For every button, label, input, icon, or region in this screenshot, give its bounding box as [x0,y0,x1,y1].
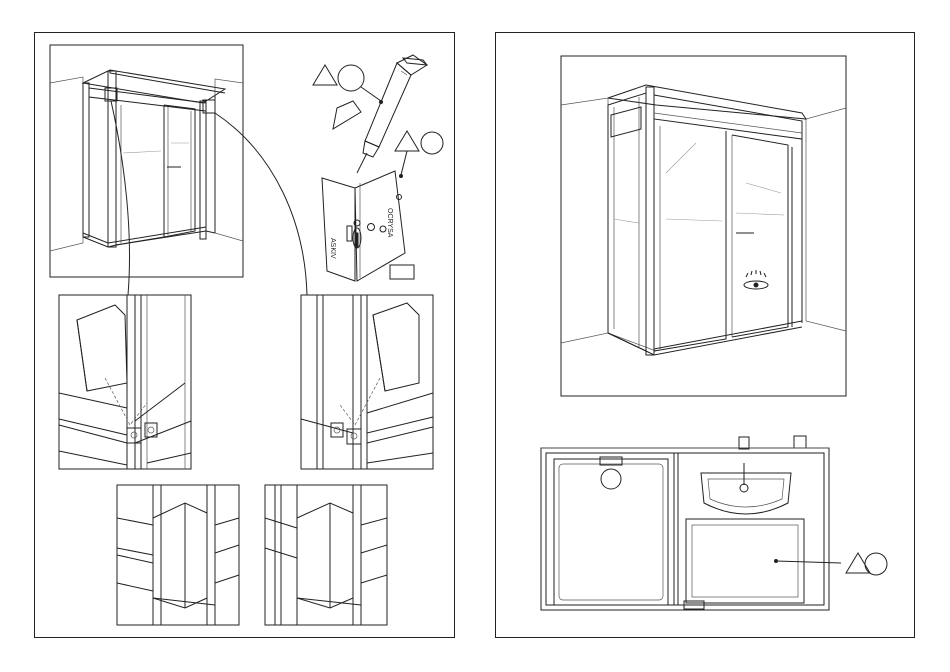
detail-panel-bottom-left [117,485,239,625]
cabin-floor-plan [541,436,829,610]
right-instruction-page [495,32,915,638]
tray-callout [775,553,888,575]
bracket-brand-mark: OCRYSA [386,208,393,238]
sealant-tube-illustration [333,55,427,173]
left-page-illustrations: ASKIV OCRYSA [35,33,456,639]
part-number-box [390,265,414,279]
detail-panel-top-right [301,295,433,469]
tool-callout [313,65,383,104]
bracket-vertical-mark: ASKIV [329,238,336,259]
left-instruction-page: ASKIV OCRYSA [34,32,455,638]
detail-panel-top-left [59,295,191,469]
detail-panel-bottom-right [265,485,387,625]
cabin-overview-panel [50,45,243,277]
right-page-illustrations [496,33,916,639]
bracket-callout [395,131,443,178]
cabin-perspective-panel [561,56,846,396]
